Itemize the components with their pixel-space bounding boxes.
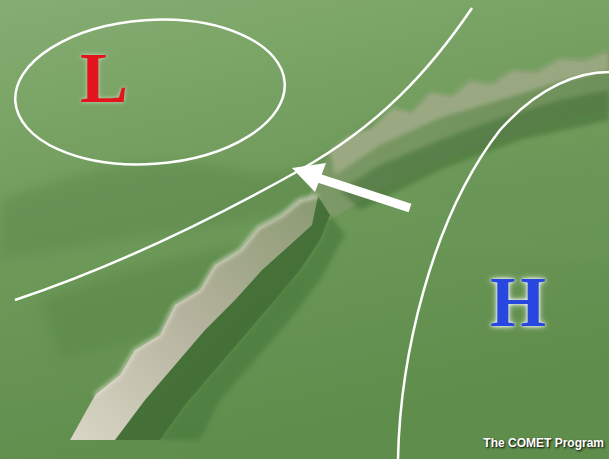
high-pressure-symbol: H	[490, 266, 546, 338]
watermark: The COMET Program	[483, 437, 604, 449]
isobar	[10, 11, 289, 173]
isobar	[15, 8, 472, 300]
isobar	[398, 72, 609, 459]
isobars	[10, 8, 609, 459]
main-ridge	[70, 196, 345, 440]
upper-ridge	[300, 50, 609, 220]
low-pressure-symbol: L	[80, 42, 128, 114]
wind-arrow	[292, 163, 410, 208]
